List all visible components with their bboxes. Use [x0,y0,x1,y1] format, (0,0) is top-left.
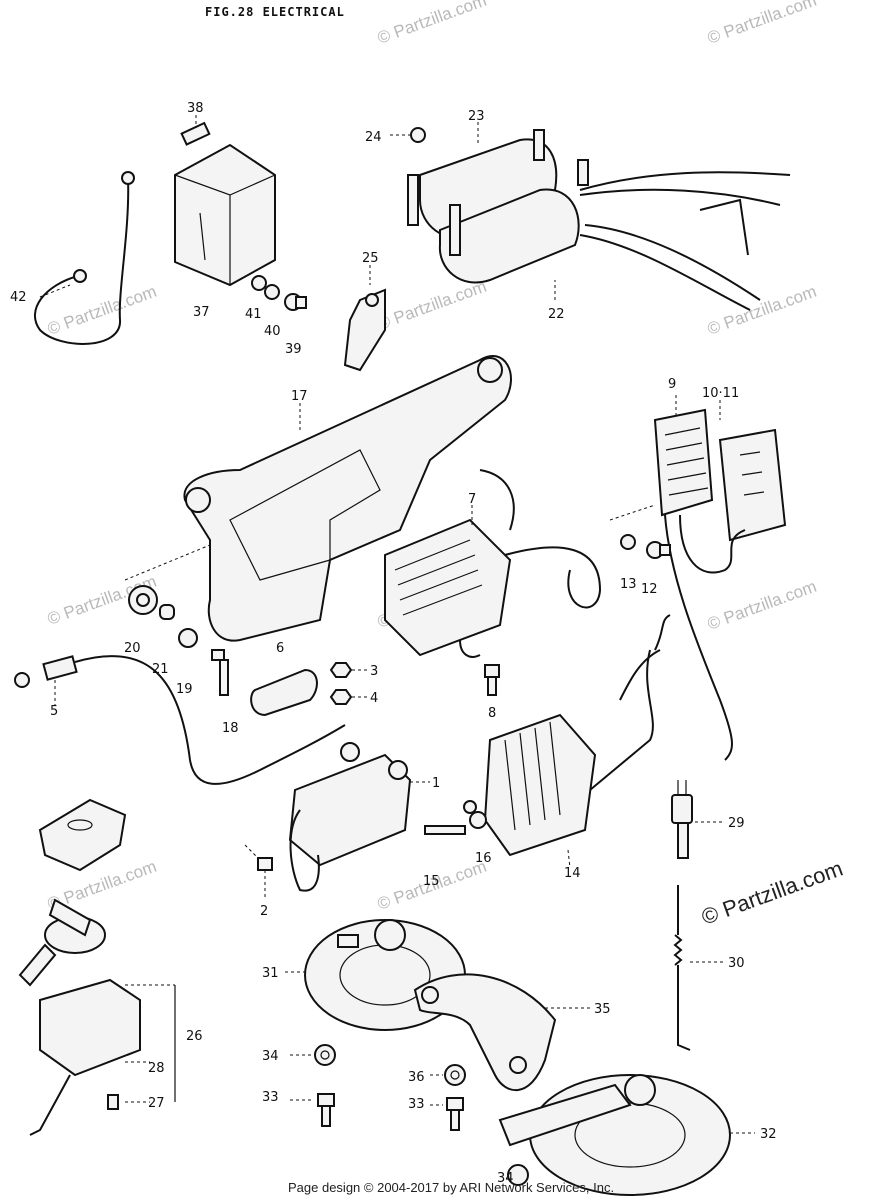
label-17: 17 [291,389,308,404]
watermark: © Partzilla.com [375,277,489,334]
label-25: 25 [362,251,379,266]
label-23: 23 [468,109,485,124]
label-9: 9 [668,377,676,392]
label-33: 33 [262,1090,279,1105]
part-37-relay [174,115,276,287]
part-42-lead-wire [34,171,135,345]
label-13: 13 [620,577,637,592]
label-8: 8 [488,706,496,721]
label-7: 7 [468,492,476,507]
part-25-clamp [343,265,386,372]
label-4: 4 [370,691,378,706]
parts-15-16-screw-washer [424,800,487,835]
label-19: 19 [176,682,193,697]
part-17-mounting-plate [124,355,512,642]
watermark: © Partzilla.com [705,0,819,48]
label-24: 24 [365,130,382,145]
label-35: 35 [594,1002,611,1017]
label-12: 12 [641,582,658,597]
parts-12-13-screw-washer [620,534,671,559]
label-21: 21 [152,662,169,677]
label-40: 40 [264,324,281,339]
label-38: 38 [187,101,204,116]
label-42: 42 [10,290,27,305]
part-8-screw [484,664,500,696]
label-26: 26 [186,1029,203,1044]
part-number-labels: 38 42 37 41 40 39 24 23 22 25 17 9 10·11… [10,101,777,1186]
label-15: 15 [423,874,440,889]
parts-33-36-hardware [290,1044,529,1186]
part-29-switch [671,780,725,859]
watermark: © Partzilla.com [698,856,846,930]
label-14: 14 [564,866,581,881]
label-30: 30 [728,956,745,971]
part-9-11-fuse-box [609,395,787,761]
part-32-horn [498,1074,755,1196]
label-20: 20 [124,641,141,656]
watermark: © Partzilla.com [45,282,159,339]
label-34: 34 [497,1171,514,1186]
part-30-spring [673,885,725,1051]
part-35-horn-bracket [413,973,590,1091]
label-32: 32 [760,1127,777,1142]
part-2-screw [244,844,273,898]
part-26-ignition-switch [18,898,176,1136]
parts-18-21-hardware [128,585,229,696]
label-29: 29 [728,816,745,831]
label-27: 27 [148,1096,165,1111]
label-18: 18 [222,721,239,736]
part-7-regulator [384,469,602,658]
watermark: © Partzilla.com [705,282,819,339]
label-31: 31 [262,966,279,981]
label-6: 6 [276,641,284,656]
label-33: 33 [408,1097,425,1112]
rubber-pad [38,798,127,872]
part-6-boot [250,662,368,717]
label-5: 5 [50,704,58,719]
footer-copyright: Page design © 2004-2017 by ARI Network S… [288,1180,614,1195]
label-1: 1 [432,776,440,791]
part-14-rectifier [483,614,671,869]
label-3: 3 [370,664,378,679]
label-37: 37 [193,305,210,320]
watermark: © Partzilla.com [375,0,489,48]
label-28: 28 [148,1061,165,1076]
part-22-23-ignition-coils [390,122,791,311]
part-1-starter-relay [288,742,430,892]
label-10-11: 10·11 [702,386,739,401]
label-22: 22 [548,307,565,322]
label-2: 2 [260,904,268,919]
label-36: 36 [408,1070,425,1085]
watermark: © Partzilla.com [705,577,819,634]
figure-title: FIG.28 ELECTRICAL [205,5,345,19]
label-16: 16 [475,851,492,866]
label-39: 39 [285,342,302,357]
part-5-cable [14,655,346,785]
label-41: 41 [245,307,262,322]
parts-39-41-hardware [251,275,307,311]
label-34: 34 [262,1049,279,1064]
